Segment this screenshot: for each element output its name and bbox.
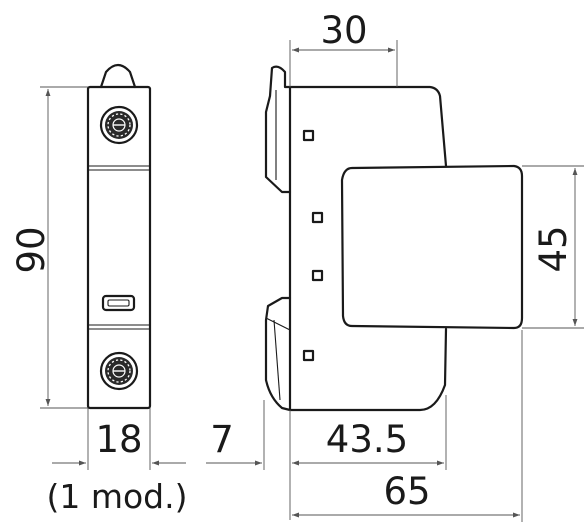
front-handle	[99, 63, 137, 89]
dimension-rail-offset	[206, 400, 300, 520]
label-cap-height: 45	[532, 225, 575, 272]
label-top-width: 30	[320, 9, 367, 52]
rail-clip-bottom-inner	[273, 319, 281, 401]
dimension-front-width	[52, 408, 186, 470]
label-depth-total: 65	[383, 470, 430, 513]
dimension-top-width	[289, 40, 398, 87]
side-marker-1	[302, 129, 315, 142]
side-housing	[288, 85, 448, 412]
front-view	[86, 63, 152, 410]
rail-clip-notch	[265, 317, 291, 331]
status-indicator-inner	[107, 299, 130, 307]
side-marker-2	[311, 211, 324, 224]
dimension-depth-cap	[292, 395, 447, 470]
dimension-cap-height	[522, 165, 584, 329]
label-height-front: 90	[10, 226, 53, 273]
label-front-width: 18	[95, 418, 142, 461]
side-marker-4	[302, 349, 315, 362]
label-depth-cap: 43.5	[326, 418, 408, 461]
front-cap	[340, 164, 524, 330]
rail-clip-top	[264, 65, 292, 194]
bottom-terminal-screw-icon	[99, 351, 139, 391]
top-terminal-screw-icon	[99, 105, 139, 145]
front-body	[86, 85, 152, 410]
rail-clip-bottom	[264, 296, 292, 412]
dimension-depth-total	[292, 330, 523, 522]
label-module-note: (1 mod.)	[46, 477, 187, 516]
label-rail-offset: 7	[210, 418, 234, 461]
side-marker-3	[311, 269, 324, 282]
status-indicator-window	[101, 294, 136, 312]
side-view	[264, 65, 524, 412]
dimension-height	[40, 86, 88, 409]
